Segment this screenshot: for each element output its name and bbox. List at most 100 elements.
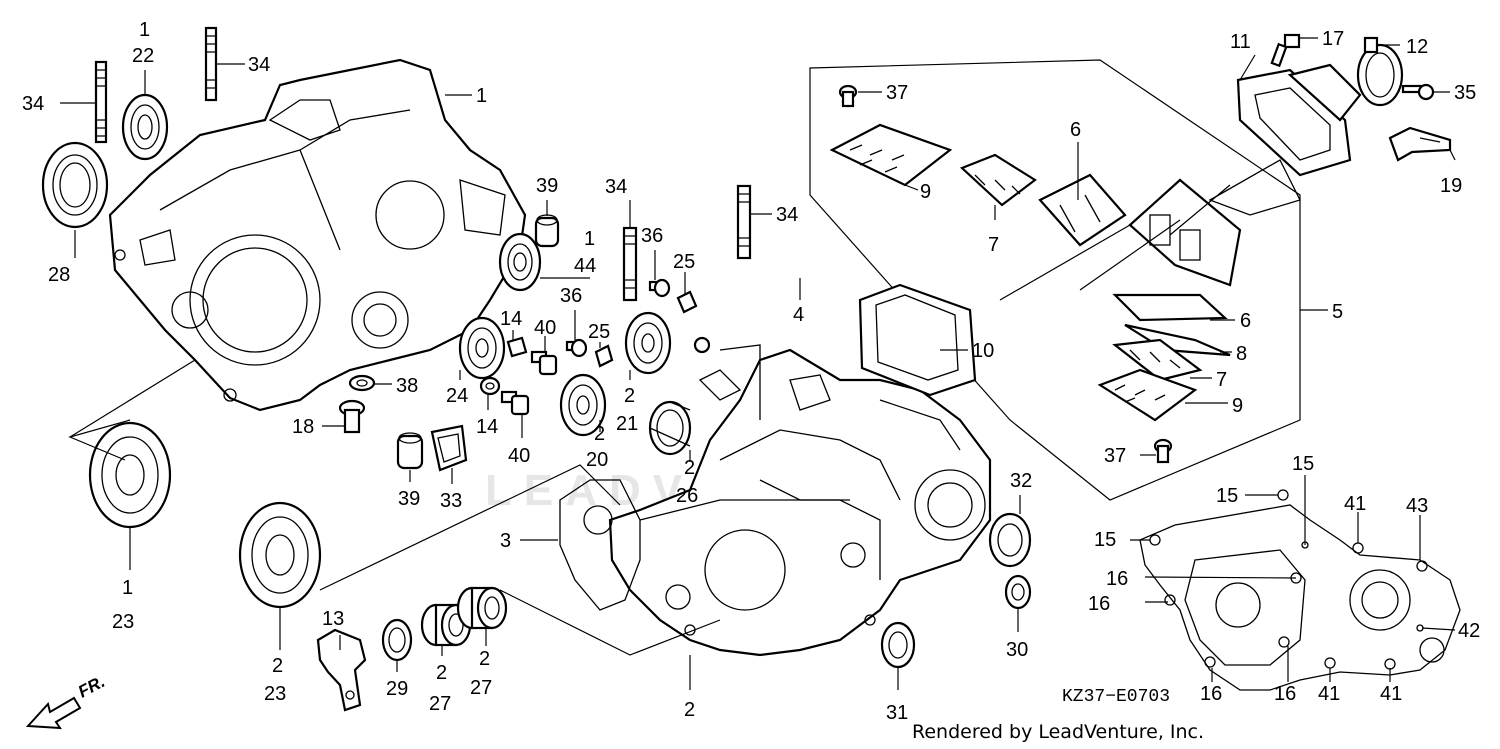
bearing-24 <box>458 316 506 380</box>
screw-37-lower <box>1153 438 1173 464</box>
callout-2: 2 <box>684 699 695 721</box>
screw-36-lower <box>565 338 588 358</box>
breather-tube-4 <box>693 238 877 354</box>
callout-3: 3 <box>500 530 511 552</box>
washer-38 <box>348 374 376 392</box>
callout-24: 24 <box>446 385 468 407</box>
callout-2: 2 <box>479 648 490 670</box>
callout-44: 44 <box>574 255 596 277</box>
callout-16: 16 <box>1106 568 1128 590</box>
stud-bolt-34-left <box>94 60 108 144</box>
oil-seal-28 <box>41 141 109 229</box>
dowel-pin-39-upper <box>534 214 560 248</box>
intake-manifold-11 <box>1236 63 1362 177</box>
reed-stopper-9-lower <box>1097 368 1198 422</box>
oil-seal-29 <box>381 618 413 662</box>
callout-31: 31 <box>886 702 908 724</box>
bearing-23-right <box>238 501 322 609</box>
callout-16: 16 <box>1088 593 1110 615</box>
bolt-17 <box>1270 33 1301 68</box>
screw-37-upper <box>838 84 858 108</box>
callout-9: 9 <box>1232 395 1243 417</box>
callout-16: 16 <box>1274 683 1296 705</box>
callout-28: 28 <box>48 264 70 286</box>
callout-19: 19 <box>1440 175 1462 197</box>
oil-seal-31 <box>880 621 916 669</box>
callout-1: 1 <box>584 228 595 250</box>
callout-5: 5 <box>1332 301 1343 323</box>
callout-14: 14 <box>500 308 522 330</box>
callout-41: 41 <box>1380 683 1402 705</box>
callout-43: 43 <box>1406 495 1428 517</box>
reed-petal-6-upper <box>1038 173 1127 247</box>
callout-23: 23 <box>264 683 286 705</box>
callout-27: 27 <box>429 693 451 715</box>
bearing-21 <box>624 311 672 375</box>
callout-36: 36 <box>560 285 582 307</box>
callout-21: 21 <box>616 413 638 435</box>
cover-gasket <box>1139 489 1461 691</box>
crankcase-gasket-3 <box>559 344 881 611</box>
callout-2: 2 <box>684 457 695 479</box>
callout-6: 6 <box>1070 119 1081 141</box>
callout-1: 1 <box>476 85 487 107</box>
bearing-20 <box>559 373 607 437</box>
callout-13: 13 <box>322 608 344 630</box>
callout-22: 22 <box>132 45 154 67</box>
bearing-22 <box>121 93 169 161</box>
callout-35: 35 <box>1454 82 1476 104</box>
o-ring-33 <box>430 424 468 472</box>
callout-39: 39 <box>536 175 558 197</box>
callout-41: 41 <box>1318 683 1340 705</box>
diagram-code: KZ37−E0703 <box>1062 687 1170 707</box>
right-crankcase <box>608 348 992 657</box>
drain-bolt-18 <box>338 399 366 434</box>
callout-37: 37 <box>1104 445 1126 467</box>
callout-41: 41 <box>1344 493 1366 515</box>
callout-23: 23 <box>112 611 134 633</box>
callout-29: 29 <box>386 678 408 700</box>
callout-2: 2 <box>272 655 283 677</box>
oil-seal-32 <box>988 512 1032 568</box>
bearing-44 <box>498 232 542 292</box>
callout-40: 40 <box>508 445 530 467</box>
callout-25: 25 <box>588 321 610 343</box>
reed-stopper-9-upper <box>829 123 953 187</box>
callout-18: 18 <box>292 416 314 438</box>
reed-petal-7-upper <box>959 153 1037 207</box>
callout-15: 15 <box>1292 453 1314 475</box>
callout-15: 15 <box>1094 529 1116 551</box>
callout-2: 2 <box>594 423 605 445</box>
reed-petal-7-lower <box>1112 338 1203 382</box>
callout-34: 34 <box>22 93 44 115</box>
callout-2: 2 <box>436 662 447 684</box>
callout-11: 11 <box>1230 31 1251 53</box>
stud-bolt-34-center <box>622 226 638 302</box>
callout-26: 26 <box>676 485 698 507</box>
callout-labels: 1 34 1 22 34 28 39 34 34 1 44 36 25 4 14… <box>22 19 1480 724</box>
reed-gasket-10 <box>858 283 977 397</box>
callout-6: 6 <box>1240 310 1251 332</box>
bracket-13 <box>316 628 367 712</box>
oil-seal-30 <box>1004 574 1032 610</box>
callout-27: 27 <box>470 677 492 699</box>
needle-bearing-27-right <box>456 586 508 630</box>
clip-25-upper <box>676 290 698 314</box>
callout-2: 2 <box>624 385 635 407</box>
callout-10: 10 <box>972 340 994 362</box>
callout-40: 40 <box>534 317 556 339</box>
callout-16: 16 <box>1200 683 1222 705</box>
bolt-40-upper <box>530 350 558 376</box>
callout-25: 25 <box>673 251 695 273</box>
callout-14: 14 <box>476 416 498 438</box>
bolt-35 <box>1401 83 1435 101</box>
callout-33: 33 <box>440 490 462 512</box>
stud-bolt-34-right <box>736 184 752 260</box>
front-label: FR. <box>75 672 108 702</box>
needle-bearing-26 <box>648 400 692 456</box>
callout-7: 7 <box>988 234 999 256</box>
dowel-pin-39-lower <box>396 432 424 470</box>
callout-20: 20 <box>586 449 608 471</box>
screw-36-upper <box>648 278 671 298</box>
